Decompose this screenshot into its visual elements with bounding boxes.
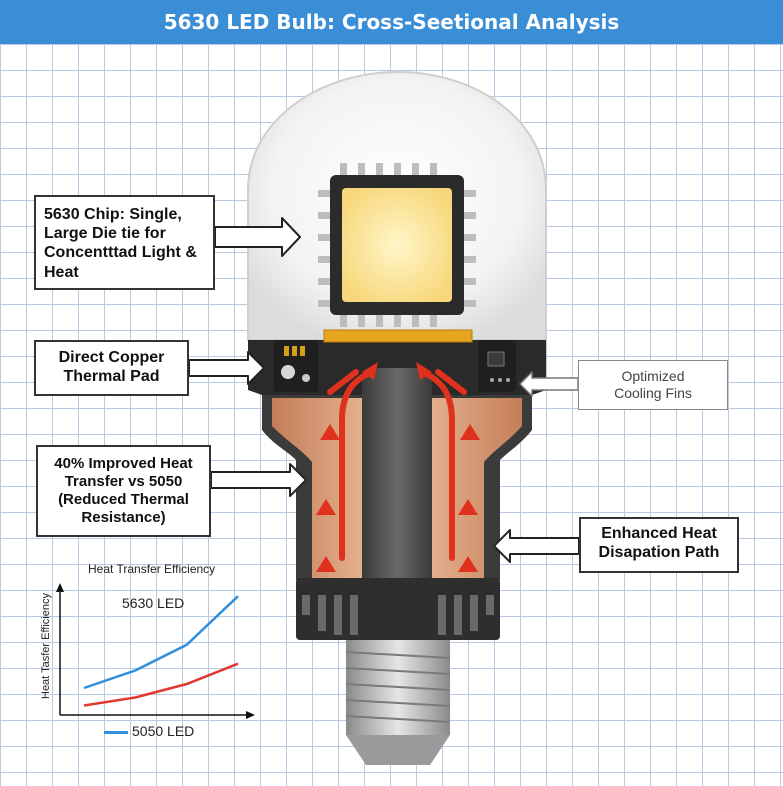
fins-callout-line: Cooling Fins <box>614 384 692 401</box>
callout-arrows <box>188 217 580 563</box>
fins-callout-arrow <box>519 371 579 397</box>
central-core <box>362 368 432 640</box>
cooling-fins <box>296 578 500 640</box>
heat-flow-arrowheads <box>316 362 480 572</box>
chip-callout-line: Heat <box>44 263 79 281</box>
chip-callout: 5630 Chip: Single, Large Die tie for Con… <box>34 195 215 290</box>
chart-y-arrow <box>56 583 64 592</box>
pcb-module-right <box>478 340 516 392</box>
copper-callout-line: Direct Copper <box>58 349 165 366</box>
path-callout-arrow <box>493 529 580 563</box>
fins-callout-line: Optimized <box>621 368 685 384</box>
pcb-module-left <box>274 340 318 392</box>
chip-callout-line: Large Die tie for <box>44 225 166 243</box>
heat-callout-line: Transfer vs 5050 <box>64 473 183 490</box>
chip-callout-line: Concentttad Light & <box>44 244 197 262</box>
chip-callout-arrow <box>214 217 301 257</box>
series-label-5050: 5050 LED <box>132 723 195 739</box>
chart-y-axis-label: Heat Tasfer Efficiency <box>40 593 52 699</box>
copper-thermal-pad <box>323 329 473 343</box>
copper-callout-arrow <box>188 351 265 385</box>
heat-flow-arrows <box>327 369 467 561</box>
heat-transfer-callout: 40% Improved Heat Transfer vs 5050 (Redu… <box>36 445 211 537</box>
heat-callout-line: Resistance) <box>81 509 166 526</box>
series-label-5630: 5630 LED <box>122 595 185 611</box>
chart-x-arrow <box>246 711 255 719</box>
page-title: 5630 LED Bulb: Cross-Seetional Analysis <box>0 0 783 44</box>
heat-callout-line: 40% Improved Heat <box>54 455 193 472</box>
screw-base <box>345 640 451 765</box>
fin-slots <box>302 595 494 635</box>
neck-rim <box>248 340 546 395</box>
legend-line-5050 <box>104 731 128 734</box>
path-callout-line: Enhanced Heat <box>601 525 717 542</box>
dissipation-path-callout: Enhanced Heat Disapation Path <box>579 517 739 573</box>
cooling-fins-callout: Optimized Cooling Fins <box>578 360 728 410</box>
chart-series-line-1 <box>83 662 239 707</box>
heat-callout-arrow <box>210 463 307 497</box>
heat-callout-line: (Reduced Thermal <box>58 491 189 508</box>
copper-pad-callout: Direct Copper Thermal Pad <box>34 340 189 396</box>
chip-callout-line: 5630 Chip: Single, <box>44 206 182 223</box>
copper-callout-line: Thermal Pad <box>63 368 160 386</box>
led-chip <box>318 163 476 327</box>
chart-axes <box>59 588 250 716</box>
chart-title: Heat Transfer Efficiency <box>88 562 216 576</box>
chart-series-line-0 <box>83 595 239 690</box>
path-callout-line: Disapation Path <box>598 544 720 562</box>
